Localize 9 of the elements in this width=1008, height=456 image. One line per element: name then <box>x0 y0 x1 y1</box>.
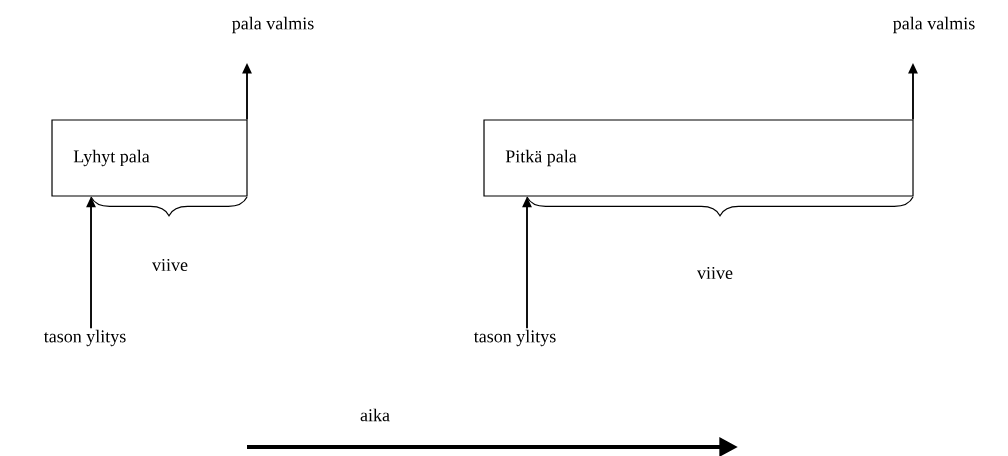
event-label: tason ylitys <box>43 329 126 347</box>
process-box: Pitkä pala <box>483 119 914 197</box>
event-label: pala valmis <box>893 16 975 34</box>
event-label: tason ylitys <box>473 329 556 347</box>
event-label: pala valmis <box>232 16 314 34</box>
process-box: Lyhyt pala <box>51 119 248 197</box>
axis-label: aika <box>360 408 390 422</box>
delay-label: viive <box>697 266 733 280</box>
delay-label: viive <box>152 258 188 272</box>
